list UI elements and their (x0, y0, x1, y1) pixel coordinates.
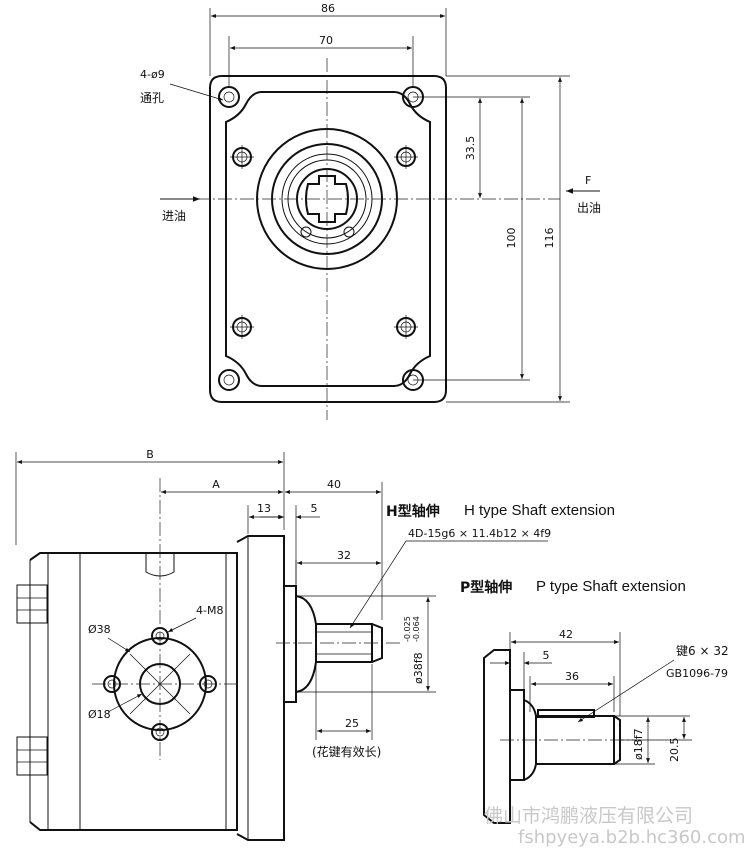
p-key-leader (577, 659, 675, 723)
thread-label: 4-M8 (196, 604, 223, 617)
holes-leader (169, 83, 224, 101)
side-view: Ø38 Ø18 4-M8 B A 40 13 5 32 25 (15, 448, 436, 841)
dim-33-5: 33.5 (464, 136, 477, 161)
dim-32: 32 (337, 549, 351, 562)
p-key-height: 20.5 (668, 738, 681, 763)
outlet-force: F (585, 174, 591, 187)
dim-100: 100 (505, 228, 518, 249)
dia-38-label: Ø38 (88, 623, 111, 636)
p-type-title-en: P type Shaft extension (536, 578, 686, 595)
shaft-dia: ø38f8 (412, 652, 425, 684)
holes-note: 通孔 (140, 91, 164, 105)
pump-body-outline (29, 552, 238, 831)
watermark-company: 佛山市鸿鹏液压有限公司 (484, 805, 693, 827)
spline-note: (花键有效长) (312, 744, 381, 759)
cover-screw (300, 226, 312, 238)
p-type-title-cn: P型轴伸 (460, 579, 512, 596)
h-type-title-cn: H型轴伸 (386, 503, 440, 520)
spigot (283, 585, 297, 703)
rear-cover-bolt (16, 736, 48, 776)
p-dim-42: 42 (559, 628, 573, 641)
shaft-collar (295, 595, 317, 693)
p-spigot (509, 689, 525, 781)
dim-25: 25 (345, 717, 359, 730)
outlet-label: 出油 (577, 201, 601, 215)
p-key-spec: 键6 × 32 (676, 644, 729, 658)
p-key (537, 709, 595, 718)
p-shaft-dia: ø18f7 (632, 728, 645, 760)
mounting-hole (218, 86, 240, 108)
dim-70: 70 (319, 34, 333, 47)
shaft-tol-upper: -0.025 (403, 616, 412, 642)
p-type-block: P型轴伸 P type Shaft extension 42 5 36 键6 ×… (460, 578, 729, 824)
flange-outline (209, 75, 447, 403)
threaded-hole (394, 315, 418, 339)
holes-label: 4-ø9 (140, 68, 165, 81)
threaded-hole (230, 145, 254, 169)
watermark-url: fshpyeya.b2b.hc360.com (518, 827, 746, 848)
mounting-hole (218, 369, 240, 391)
body-outline (225, 91, 431, 387)
dim-b: B (146, 448, 154, 461)
threaded-hole (230, 315, 254, 339)
p-dim-5: 5 (543, 649, 550, 662)
dia-18-label: Ø18 (88, 708, 111, 721)
h-type-title-en: H type Shaft extension (464, 502, 615, 519)
shaft-tol-lower: -0.064 (412, 616, 421, 642)
dim-13: 13 (257, 502, 271, 515)
h-type-spline-spec: 4D-15g6 × 11.4b12 × 4f9 (408, 527, 551, 540)
rear-cover-bolt (16, 584, 48, 624)
p-key-std: GB1096-79 (666, 667, 728, 680)
h-type-block: H型轴伸 H type Shaft extension 4D-15g6 × 11… (349, 502, 615, 629)
p-flange (483, 649, 511, 824)
dim-5: 5 (311, 502, 318, 515)
threaded-hole (394, 145, 418, 169)
dim-a: A (212, 478, 220, 491)
dim-40: 40 (327, 478, 341, 491)
top-view: 86 70 4-ø9 通孔 进油 33.5 100 116 F 出油 (140, 2, 601, 420)
dim-116: 116 (543, 228, 556, 249)
spline-shaft (305, 175, 349, 223)
side-flange (236, 535, 285, 841)
cover-screw (343, 226, 355, 238)
dim-86: 86 (321, 2, 335, 15)
p-dim-36: 36 (565, 670, 579, 683)
inlet-label: 进油 (162, 209, 186, 223)
